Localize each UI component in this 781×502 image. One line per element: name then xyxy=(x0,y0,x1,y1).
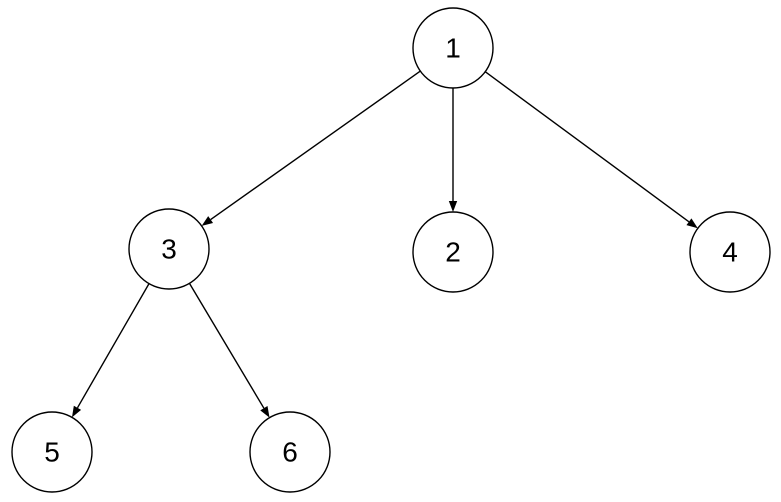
node-circle-5 xyxy=(11,411,93,493)
node-circle-3 xyxy=(128,208,210,290)
node-label-4: 4 xyxy=(722,237,738,268)
node-label-5: 5 xyxy=(44,437,60,468)
edge-line-3-5 xyxy=(76,283,150,409)
node-circle-1 xyxy=(412,7,494,89)
tree-edge-3-6 xyxy=(188,283,270,418)
node-label-6: 6 xyxy=(282,437,298,468)
node-label-1: 1 xyxy=(445,33,461,64)
edge-line-1-4 xyxy=(484,71,690,223)
tree-edge-3-5 xyxy=(71,283,150,418)
edge-arrowhead-3-5 xyxy=(71,405,82,418)
tree-node-1: 1 xyxy=(412,7,494,89)
edge-arrowhead-1-3 xyxy=(201,216,214,226)
tree-edge-1-3 xyxy=(201,70,421,226)
node-circle-6 xyxy=(249,411,331,493)
edge-arrowhead-1-4 xyxy=(686,218,698,229)
edge-line-3-6 xyxy=(188,283,265,409)
node-label-2: 2 xyxy=(445,237,461,268)
tree-edge-1-2 xyxy=(448,88,458,212)
tree-node-3: 3 xyxy=(128,208,210,290)
node-circle-2 xyxy=(412,211,494,293)
tree-node-2: 2 xyxy=(412,211,494,293)
node-label-3: 3 xyxy=(161,234,177,265)
tree-node-5: 5 xyxy=(11,411,93,493)
edge-line-1-3 xyxy=(210,70,421,221)
tree-edge-1-4 xyxy=(484,71,698,229)
edge-arrowhead-3-6 xyxy=(260,406,270,418)
edge-arrowhead-1-2 xyxy=(448,201,458,212)
tree-node-4: 4 xyxy=(689,211,771,293)
node-circle-4 xyxy=(689,211,771,293)
tree-node-6: 6 xyxy=(249,411,331,493)
